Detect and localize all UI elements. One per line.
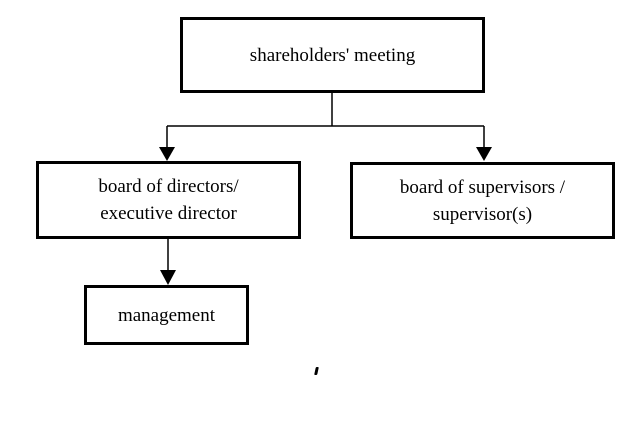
board-of-directors-box: board of directors/ executive director	[36, 161, 301, 239]
board-of-directors-label-line1: board of directors/	[98, 176, 239, 197]
management-box: management	[84, 285, 249, 345]
shareholders-meeting-box: shareholders' meeting	[180, 17, 485, 93]
board-of-supervisors-label-line2: supervisor(s)	[432, 203, 533, 225]
arrowhead-to-board	[159, 147, 175, 161]
board-of-directors-label-line2: executive director	[100, 203, 237, 224]
shareholders-meeting-label: shareholders' meeting	[249, 44, 416, 66]
arrowhead-to-management	[160, 270, 176, 285]
board-of-supervisors-box: board of supervisors / supervisor(s)	[350, 162, 615, 239]
management-label: management	[117, 304, 216, 326]
arrowhead-to-supervisors	[476, 147, 492, 161]
board-of-supervisors-label-line1: board of supervisors /	[399, 176, 566, 198]
